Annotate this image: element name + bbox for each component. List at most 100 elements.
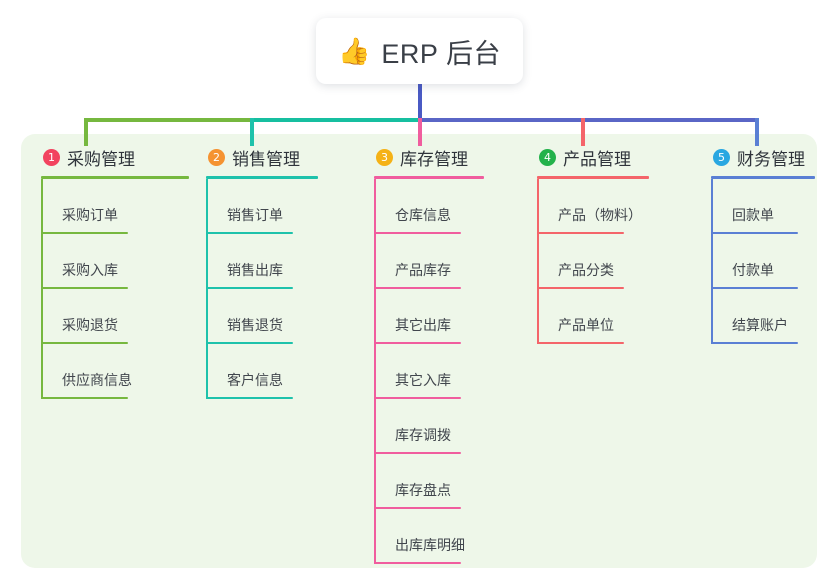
menu-item-underline — [711, 232, 798, 234]
menu-item-label: 结算账户 — [732, 317, 788, 333]
menu-item-underline — [374, 397, 461, 399]
menu-item-underline — [374, 342, 461, 344]
menu-item-label: 产品单位 — [558, 317, 614, 333]
column-2: 2 销售管理销售订单销售出库销售退货客户信息 — [206, 146, 318, 399]
menu-item-underline — [374, 562, 461, 564]
column-items-2: 销售订单销售出库销售退货客户信息 — [206, 179, 318, 399]
column-badge-2: 2 — [208, 148, 225, 166]
menu-item-underline — [206, 232, 293, 234]
column-header-5[interactable]: 5 财务管理 — [711, 146, 815, 169]
column-title-1: 采购管理 — [67, 149, 135, 169]
menu-item[interactable]: 销售退货 — [206, 289, 318, 344]
menu-item-label: 采购入库 — [62, 262, 118, 278]
menu-item-underline — [374, 507, 461, 509]
menu-item-label: 采购退货 — [62, 317, 118, 333]
menu-item[interactable]: 库存调拨 — [374, 399, 484, 454]
column-underline-2 — [206, 176, 318, 179]
page-title: ERP 后台 — [381, 38, 501, 69]
column-header-4[interactable]: 4 产品管理 — [537, 146, 649, 169]
menu-item-label: 库存盘点 — [395, 482, 451, 498]
column-underline-1 — [41, 176, 189, 179]
menu-item[interactable]: 产品库存 — [374, 234, 484, 289]
column-badge-4: 4 — [539, 148, 556, 166]
menu-item-underline — [206, 287, 293, 289]
menu-item-label: 销售订单 — [227, 207, 283, 223]
column-title-5: 财务管理 — [737, 149, 805, 169]
menu-item-underline — [537, 342, 624, 344]
menu-item-underline — [206, 397, 293, 399]
menu-item[interactable]: 回款单 — [711, 179, 815, 234]
menu-item-underline — [711, 287, 798, 289]
menu-item-underline — [374, 287, 461, 289]
column-badge-5: 5 — [713, 148, 730, 166]
menu-item-underline — [41, 397, 128, 399]
diagram-panel — [21, 134, 817, 568]
column-spine-3 — [374, 179, 376, 564]
root-title-box[interactable]: 👍 ERP 后台 — [316, 18, 523, 84]
column-items-3: 仓库信息产品库存其它出库其它入库库存调拨库存盘点出库库明细 — [374, 179, 484, 564]
menu-item-underline — [537, 287, 624, 289]
thumbs-up-icon: 👍 — [338, 36, 371, 66]
menu-item-label: 产品（物料） — [558, 207, 642, 223]
column-items-5: 回款单付款单结算账户 — [711, 179, 815, 344]
menu-item-underline — [537, 232, 624, 234]
menu-item-label: 付款单 — [732, 262, 774, 278]
column-title-2: 销售管理 — [232, 149, 300, 169]
menu-item-label: 销售出库 — [227, 262, 283, 278]
menu-item[interactable]: 采购退货 — [41, 289, 189, 344]
column-badge-1: 1 — [43, 148, 60, 166]
menu-item-underline — [711, 342, 798, 344]
column-items-1: 采购订单采购入库采购退货供应商信息 — [41, 179, 189, 399]
menu-item[interactable]: 产品单位 — [537, 289, 649, 344]
menu-item[interactable]: 供应商信息 — [41, 344, 189, 399]
column-1: 1 采购管理采购订单采购入库采购退货供应商信息 — [41, 146, 189, 399]
column-5: 5 财务管理回款单付款单结算账户 — [711, 146, 815, 344]
menu-item[interactable]: 库存盘点 — [374, 454, 484, 509]
menu-item-label: 仓库信息 — [395, 207, 451, 223]
menu-item[interactable]: 仓库信息 — [374, 179, 484, 234]
column-underline-4 — [537, 176, 649, 179]
menu-item-label: 出库库明细 — [395, 537, 465, 553]
menu-item-label: 产品分类 — [558, 262, 614, 278]
column-items-4: 产品（物料） 产品分类产品单位 — [537, 179, 649, 344]
menu-item[interactable]: 付款单 — [711, 234, 815, 289]
column-spine-2 — [206, 179, 208, 399]
menu-item-label: 库存调拨 — [395, 427, 451, 443]
column-underline-5 — [711, 176, 815, 179]
menu-item[interactable]: 采购入库 — [41, 234, 189, 289]
menu-item[interactable]: 销售订单 — [206, 179, 318, 234]
menu-item-label: 回款单 — [732, 207, 774, 223]
menu-item-underline — [41, 342, 128, 344]
menu-item[interactable]: 产品（物料） — [537, 179, 649, 234]
menu-item[interactable]: 结算账户 — [711, 289, 815, 344]
column-header-1[interactable]: 1 采购管理 — [41, 146, 189, 169]
menu-item[interactable]: 出库库明细 — [374, 509, 484, 564]
menu-item[interactable]: 其它出库 — [374, 289, 484, 344]
menu-item-label: 产品库存 — [395, 262, 451, 278]
menu-item-label: 供应商信息 — [62, 372, 132, 388]
menu-item-underline — [374, 452, 461, 454]
column-spine-4 — [537, 179, 539, 344]
menu-item-label: 客户信息 — [227, 372, 283, 388]
column-spine-5 — [711, 179, 713, 344]
menu-item[interactable]: 销售出库 — [206, 234, 318, 289]
menu-item-label: 销售退货 — [227, 317, 283, 333]
column-4: 4 产品管理产品（物料） 产品分类产品单位 — [537, 146, 649, 344]
menu-item[interactable]: 客户信息 — [206, 344, 318, 399]
menu-item[interactable]: 产品分类 — [537, 234, 649, 289]
column-header-2[interactable]: 2 销售管理 — [206, 146, 318, 169]
column-title-3: 库存管理 — [400, 149, 468, 169]
menu-item-label: 其它出库 — [395, 317, 451, 333]
column-title-4: 产品管理 — [563, 149, 631, 169]
menu-item-underline — [41, 287, 128, 289]
menu-item[interactable]: 采购订单 — [41, 179, 189, 234]
column-spine-1 — [41, 179, 43, 399]
menu-item-underline — [374, 232, 461, 234]
menu-item-label: 采购订单 — [62, 207, 118, 223]
menu-item-underline — [206, 342, 293, 344]
menu-item-underline — [41, 232, 128, 234]
menu-item[interactable]: 其它入库 — [374, 344, 484, 399]
